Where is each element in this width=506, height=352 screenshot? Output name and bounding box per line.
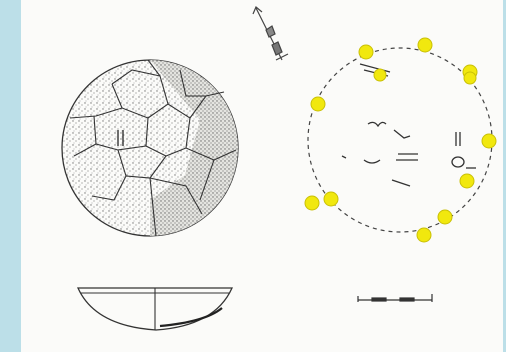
central-post-marks: [117, 130, 124, 146]
stone-circle-plan: [61, 59, 239, 237]
stone-outlines: [69, 59, 237, 237]
post-hole-markers: [304, 37, 497, 243]
interior-features: [341, 63, 476, 187]
north-arrow: [252, 6, 289, 61]
post-hole-ring-plan: [304, 37, 497, 243]
stone-circle-section: [76, 287, 234, 331]
scale-bar: [357, 294, 433, 302]
shaded-half: [150, 60, 238, 236]
